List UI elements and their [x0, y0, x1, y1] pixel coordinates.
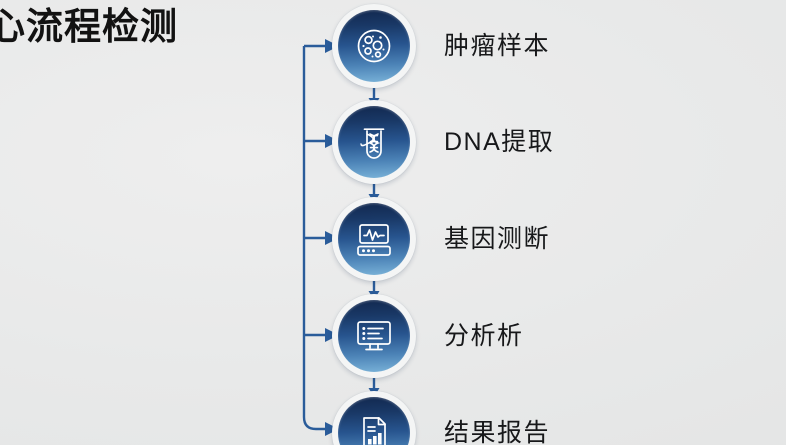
badge-disc [338, 203, 410, 275]
step-label: 基因测断 [444, 224, 551, 253]
flow-step-report[interactable]: 结果报告 [332, 391, 772, 445]
flow-step-dna-extraction[interactable]: DNA提取 [332, 100, 772, 184]
step-label: 肿瘤样本 [444, 31, 551, 60]
step-badge[interactable] [332, 4, 416, 88]
page-title: 心流程检测 [0, 6, 178, 47]
step-label: DNA提取 [444, 127, 555, 156]
step-badge[interactable] [332, 391, 416, 445]
step-label: 分析析 [444, 321, 524, 350]
badge-disc [338, 10, 410, 82]
step-badge[interactable] [332, 100, 416, 184]
step-badge[interactable] [332, 197, 416, 281]
badge-disc [338, 300, 410, 372]
step-badge[interactable] [332, 294, 416, 378]
document-chart-icon [363, 417, 386, 445]
monitor-analysis-icon [357, 321, 391, 351]
flow-step-gene-sequencing[interactable]: 基因测断 [332, 197, 772, 281]
sequencer-waveform-icon [357, 224, 391, 256]
test-tube-dna-icon [360, 128, 385, 159]
badge-disc [338, 106, 410, 178]
step-label: 结果报告 [444, 418, 551, 445]
flow-step-analysis[interactable]: 分析析 [332, 294, 772, 378]
petri-dish-cells-icon [357, 29, 391, 63]
flow-step-tumor-sample[interactable]: 肿瘤样本 [332, 4, 772, 88]
